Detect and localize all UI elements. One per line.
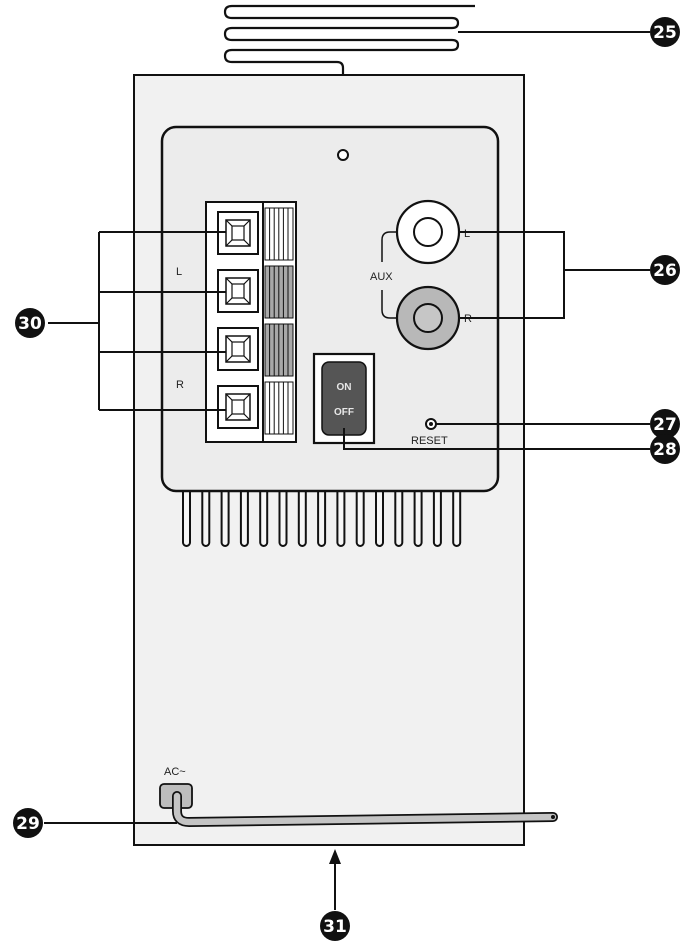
callout-27: 27	[650, 409, 680, 439]
svg-text:29: 29	[16, 814, 40, 834]
aux-label: AUX	[370, 271, 393, 283]
ac-cord-end	[551, 815, 555, 819]
bottom-arrow-head	[329, 849, 341, 864]
switch-off-label: OFF	[334, 407, 354, 418]
speaker-terminal-block	[205, 201, 297, 443]
ac-cord	[173, 792, 557, 826]
svg-text:30: 30	[18, 314, 42, 334]
callout-26: 26	[650, 255, 680, 285]
svg-text:31: 31	[323, 917, 347, 937]
callout-lines	[44, 31, 650, 910]
aux-left-jack	[395, 199, 461, 265]
speaker-terminal	[217, 381, 294, 435]
svg-text:28: 28	[653, 440, 677, 460]
callout-29: 29	[13, 808, 43, 838]
ac-label: AC~	[164, 766, 186, 778]
aux-left-label: L	[464, 228, 470, 240]
power-switch: ON OFF	[312, 352, 376, 445]
callout-25: 25	[650, 17, 680, 47]
aux-bracket	[381, 231, 398, 319]
callout-30: 30	[15, 308, 45, 338]
reset-label: RESET	[411, 435, 448, 447]
fm-antenna-wire	[223, 4, 475, 150]
speaker-left-label: L	[176, 266, 182, 278]
callout-28: 28	[650, 434, 680, 464]
svg-text:26: 26	[653, 261, 677, 281]
callout-31: 31	[320, 911, 350, 941]
switch-on-label: ON	[337, 382, 352, 393]
svg-text:27: 27	[653, 415, 677, 435]
fm-antenna-wire-inner	[451, 16, 460, 52]
speaker-terminal	[217, 323, 294, 377]
speaker-right-label: R	[176, 379, 184, 391]
svg-text:25: 25	[653, 23, 677, 43]
reset-button	[425, 418, 437, 430]
speaker-terminal	[217, 265, 294, 319]
aux-right-jack	[395, 285, 461, 351]
antenna-jack	[337, 149, 349, 161]
speaker-terminal	[217, 207, 294, 261]
